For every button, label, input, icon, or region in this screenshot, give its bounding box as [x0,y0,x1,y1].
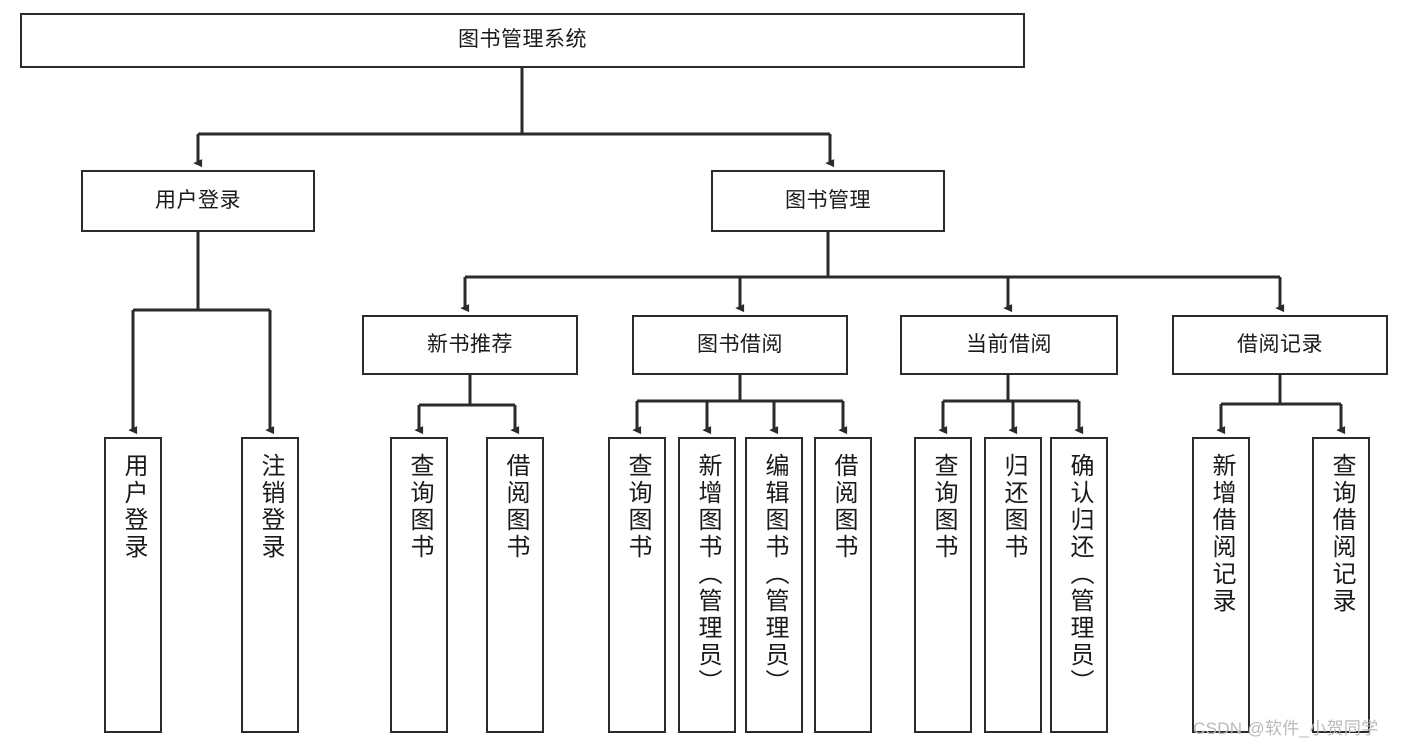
node-leaf-query-book-3[interactable]: 查询图书 [914,437,972,733]
node-root[interactable]: 图书管理系统 [20,13,1025,68]
node-leaf-add-record-label: 新增借阅记录 [1208,453,1235,615]
node-book-borrow[interactable]: 图书借阅 [632,315,848,375]
node-leaf-borrow-book-1[interactable]: 借阅图书 [486,437,544,733]
node-leaf-borrow-book-2[interactable]: 借阅图书 [814,437,872,733]
node-leaf-query-record-label: 查询借阅记录 [1328,453,1355,615]
node-leaf-return-book[interactable]: 归还图书 [984,437,1042,733]
node-leaf-add-book-label: 新增图书（管理员） [694,453,721,696]
node-borrow-record-label: 借阅记录 [1237,332,1323,356]
node-leaf-user-login-label: 用户登录 [120,453,147,561]
node-leaf-edit-book[interactable]: 编辑图书（管理员） [745,437,803,733]
node-leaf-user-login[interactable]: 用户登录 [104,437,162,733]
node-user-login[interactable]: 用户登录 [81,170,315,232]
node-leaf-borrow-book-2-label: 借阅图书 [830,453,857,561]
node-book-borrow-label: 图书借阅 [697,332,783,356]
node-leaf-query-book-1-label: 查询图书 [406,453,433,561]
node-leaf-return-book-label: 归还图书 [1000,453,1027,561]
node-leaf-query-record[interactable]: 查询借阅记录 [1312,437,1370,733]
node-current-borrow-label: 当前借阅 [966,332,1052,356]
node-leaf-edit-book-label: 编辑图书（管理员） [761,453,788,696]
node-leaf-logout-label: 注销登录 [257,453,284,561]
node-leaf-logout[interactable]: 注销登录 [241,437,299,733]
node-new-book-recommend-label: 新书推荐 [427,332,513,356]
node-leaf-query-book-2[interactable]: 查询图书 [608,437,666,733]
node-leaf-query-book-1[interactable]: 查询图书 [390,437,448,733]
node-user-login-label: 用户登录 [155,188,241,212]
node-leaf-borrow-book-1-label: 借阅图书 [502,453,529,561]
node-leaf-query-book-3-label: 查询图书 [930,453,957,561]
node-root-label: 图书管理系统 [458,28,587,52]
node-book-manage[interactable]: 图书管理 [711,170,945,232]
node-leaf-query-book-2-label: 查询图书 [624,453,651,561]
node-book-manage-label: 图书管理 [785,188,871,212]
node-new-book-recommend[interactable]: 新书推荐 [362,315,578,375]
node-borrow-record[interactable]: 借阅记录 [1172,315,1388,375]
node-leaf-confirm-return[interactable]: 确认归还（管理员） [1050,437,1108,733]
node-leaf-add-record[interactable]: 新增借阅记录 [1192,437,1250,733]
node-leaf-add-book[interactable]: 新增图书（管理员） [678,437,736,733]
node-current-borrow[interactable]: 当前借阅 [900,315,1118,375]
node-leaf-confirm-return-label: 确认归还（管理员） [1066,453,1093,696]
csdn-watermark: CSDN @软件_小贺同学 [1193,719,1379,738]
